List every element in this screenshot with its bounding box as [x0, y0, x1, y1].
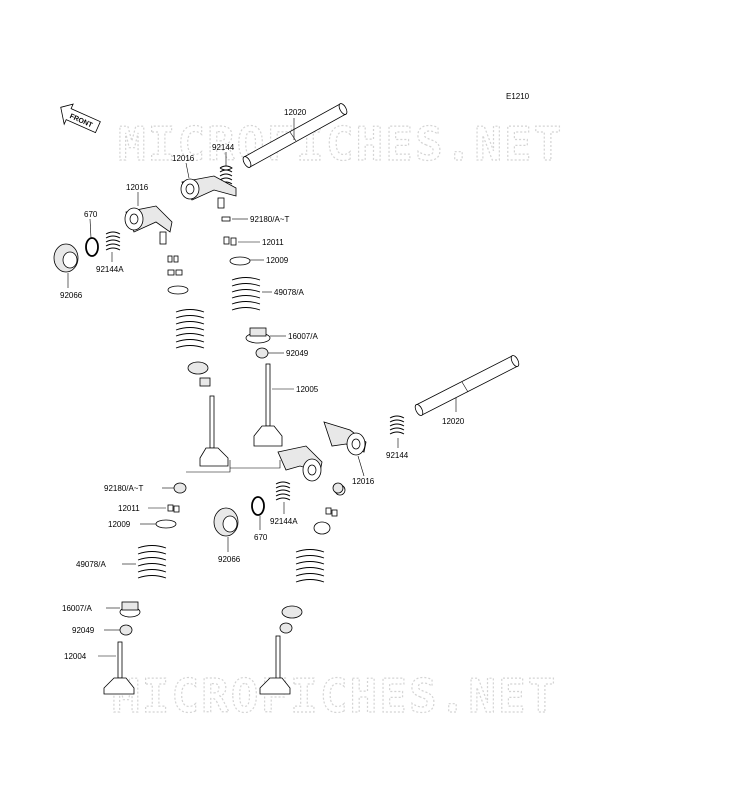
oring-670-left [85, 237, 99, 257]
label-12016-right: 12016 [352, 477, 375, 486]
valve-spring-49078-bot [137, 545, 167, 579]
diagram-code: E1210 [506, 92, 530, 101]
rocker-arm-bottom [277, 445, 323, 482]
label-92049-top: 92049 [286, 349, 309, 358]
label-12005: 12005 [296, 385, 319, 394]
label-12016-mid: 12016 [172, 154, 195, 163]
label-16007-bot: 16007/A [62, 604, 92, 613]
seal-92049-bot [119, 624, 133, 636]
label-92144A-left: 92144A [96, 265, 124, 274]
valve-12005 [253, 363, 283, 447]
front-arrow-icon: FRONT [60, 103, 101, 134]
label-92144-top: 92144 [212, 143, 235, 152]
cap-92066-bot [213, 507, 239, 537]
right-valve-stack [259, 482, 344, 695]
valve-spring-49078-top [231, 277, 261, 311]
label-49078-bot: 49078/A [76, 560, 106, 569]
rocker-shaft-top [242, 103, 348, 168]
label-92180-top: 92180/A~T [250, 215, 289, 224]
spring-92144A-bot [275, 481, 291, 501]
label-92066-left: 92066 [60, 291, 83, 300]
label-12011-bot: 12011 [118, 504, 140, 513]
label-16007-top: 16007/A [288, 332, 318, 341]
label-12004: 12004 [64, 652, 87, 661]
rocker-shaft-right [414, 355, 520, 416]
rocker-arm-12016-left [124, 205, 173, 245]
label-92144-right: 92144 [386, 451, 409, 460]
rocker-arm-12016-right [323, 421, 367, 496]
spring-92144-right [389, 415, 405, 435]
cap-92066-left [53, 243, 79, 273]
label-49078-top: 49078/A [274, 288, 304, 297]
label-92049-bot: 92049 [72, 626, 95, 635]
label-92180-bot: 92180/A~T [104, 484, 143, 493]
rocker-arm-12016-mid [180, 175, 237, 209]
spring-92144-top [219, 165, 233, 185]
retainer-12009-top [229, 256, 251, 266]
label-12009-bot: 12009 [108, 520, 131, 529]
label-12009-top: 12009 [266, 256, 289, 265]
left-valve-stack [167, 255, 229, 467]
label-670-left: 670 [84, 210, 98, 219]
seal-92049-top [255, 347, 269, 359]
spring-92144A-left [105, 231, 121, 251]
valve-12004 [103, 641, 135, 695]
retainer-12009-bot [155, 519, 177, 529]
oring-670-bot [251, 496, 265, 516]
label-12020-right: 12020 [442, 417, 465, 426]
cotter-92180-top [221, 216, 231, 222]
watermark-bottom: MICROFICHES.NET [112, 669, 557, 723]
retainer-12011-top [223, 236, 237, 246]
label-12020-top: 12020 [284, 108, 307, 117]
seat-16007-bot [119, 601, 141, 618]
cotter-92180-bot [173, 482, 187, 494]
label-12016-left: 12016 [126, 183, 149, 192]
label-12011-top: 12011 [262, 238, 284, 247]
watermark-top: MICROFICHES.NET [118, 117, 563, 171]
seat-16007-top [245, 327, 271, 344]
label-92144A-bot: 92144A [270, 517, 298, 526]
retainer-12011-bot [167, 504, 180, 513]
label-670-bot: 670 [254, 533, 268, 542]
label-92066-bot: 92066 [218, 555, 241, 564]
